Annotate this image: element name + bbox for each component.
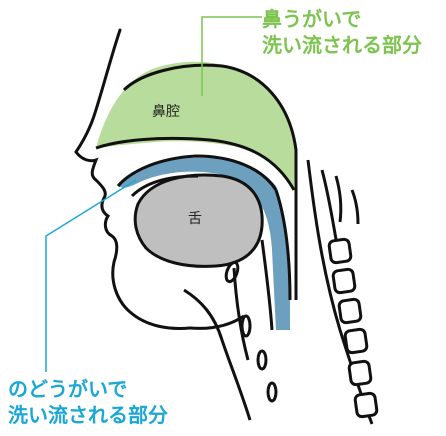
tongue-label: 舌 xyxy=(188,211,202,227)
nasal-cavity-outline xyxy=(122,63,298,300)
vertebra xyxy=(343,327,369,355)
nasal-cavity-region xyxy=(96,61,296,188)
skull-base-process xyxy=(334,175,360,225)
face-profile-outline xyxy=(74,28,192,330)
larynx-shape xyxy=(240,314,252,338)
tongue xyxy=(133,173,264,268)
hyoid-shape xyxy=(224,260,240,284)
larynx-shape-lower xyxy=(256,349,268,371)
vertebra xyxy=(327,237,353,265)
vertebra xyxy=(331,267,357,295)
throat-gargle-callout: のどうがいで 洗い流される部分 xyxy=(8,376,168,428)
spine-back-line xyxy=(320,169,340,251)
nose-rinse-callout-line1: 鼻うがいで xyxy=(262,7,362,31)
palate-outline xyxy=(95,136,296,191)
trachea-shape xyxy=(266,381,278,403)
nasal-cavity-label: 鼻腔 xyxy=(152,104,180,120)
vertebra xyxy=(337,297,363,325)
throat-callout-leader xyxy=(45,179,137,372)
vertebra xyxy=(347,359,373,387)
mouth-outline xyxy=(116,154,278,198)
vertebrae xyxy=(327,237,379,419)
throat-gargle-callout-line2: 洗い流される部分 xyxy=(8,403,168,427)
spine-front-line xyxy=(306,159,374,425)
vertebra xyxy=(353,391,379,419)
nose-callout-leader xyxy=(201,16,262,96)
throat-gargle-callout-line1: のどうがいで xyxy=(8,377,128,401)
nose-rinse-callout-line2: 洗い流される部分 xyxy=(262,33,422,57)
throat-region xyxy=(118,157,290,330)
nose-rinse-callout: 鼻うがいで 洗い流される部分 xyxy=(262,6,422,58)
jaw-outline xyxy=(183,288,252,421)
